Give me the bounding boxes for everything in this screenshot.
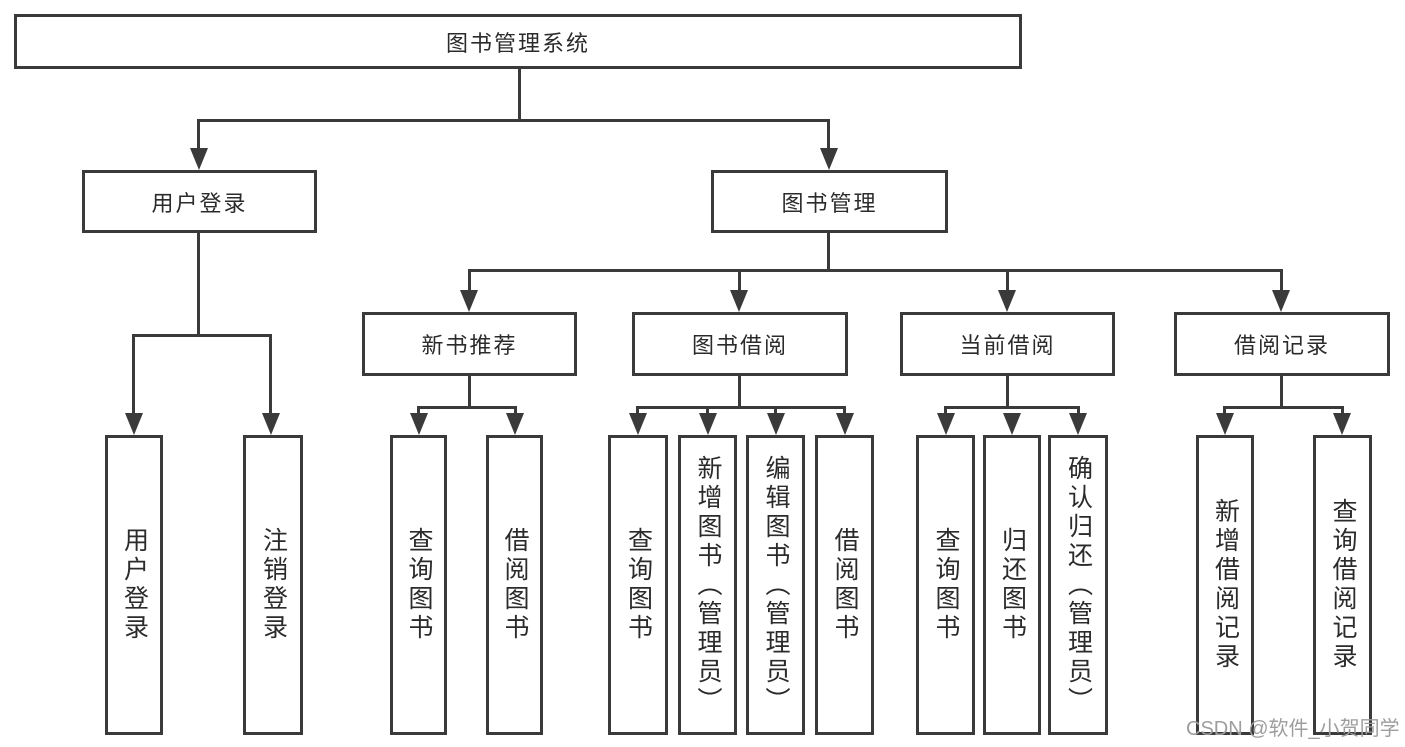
arrowhead-down-icon xyxy=(1272,290,1290,312)
arrowhead-down-icon xyxy=(699,413,717,435)
node-new-book-recommend: 新书推荐 xyxy=(362,312,577,376)
connector-line xyxy=(843,406,846,415)
connector-line xyxy=(468,269,471,292)
connector-line xyxy=(197,233,200,336)
leaf-query-books-3: 查询图书 xyxy=(916,435,975,735)
arrowhead-down-icon xyxy=(1216,413,1234,435)
connector-line xyxy=(1223,406,1226,415)
connector-line xyxy=(269,334,272,415)
leaf-edit-books-admin: 编辑图书（管理员） xyxy=(746,435,805,735)
leaf-confirm-return-admin: 确认归还（管理员） xyxy=(1048,435,1108,735)
connector-line xyxy=(514,406,517,415)
arrowhead-down-icon xyxy=(767,413,785,435)
node-label: 查询借阅记录 xyxy=(1329,498,1357,672)
connector-line xyxy=(468,376,471,408)
leaf-add-borrow-record: 新增借阅记录 xyxy=(1196,435,1254,735)
node-label: 查询图书 xyxy=(932,527,960,643)
node-label: 查询图书 xyxy=(405,527,433,643)
connector-line xyxy=(132,334,271,337)
node-borrow-records: 借阅记录 xyxy=(1174,312,1390,376)
node-label: 新书推荐 xyxy=(421,333,518,358)
node-label: 图书管理 xyxy=(781,190,878,216)
connector-line xyxy=(1006,376,1009,408)
connector-line xyxy=(1006,269,1009,292)
connector-line xyxy=(1341,406,1344,415)
node-label: 新增图书（管理员） xyxy=(694,454,722,716)
arrowhead-down-icon xyxy=(730,290,748,312)
arrowhead-down-icon xyxy=(629,413,647,435)
connector-line xyxy=(774,406,777,415)
node-label: 确认归还（管理员） xyxy=(1064,454,1093,716)
node-label: 图书借阅 xyxy=(691,333,788,358)
arrowhead-down-icon xyxy=(836,413,854,435)
node-label: 借阅记录 xyxy=(1233,333,1330,358)
arrowhead-down-icon xyxy=(190,148,208,170)
node-label: 用户登录 xyxy=(151,190,248,216)
connector-line xyxy=(1280,376,1283,408)
node-label: 当前借阅 xyxy=(959,333,1056,358)
connector-line xyxy=(132,334,135,415)
arrowhead-down-icon xyxy=(262,413,280,435)
connector-line xyxy=(1280,269,1283,292)
watermark-text: CSDN @软件_小贺同学 xyxy=(1186,718,1400,740)
node-label: 借阅图书 xyxy=(501,527,529,643)
connector-line xyxy=(417,406,420,415)
node-book-borrow: 图书借阅 xyxy=(632,312,848,376)
node-label: 新增借阅记录 xyxy=(1211,498,1240,672)
arrowhead-down-icon xyxy=(1333,413,1351,435)
leaf-logout: 注销登录 xyxy=(243,435,303,735)
connector-line xyxy=(197,119,200,150)
leaf-query-books-2: 查询图书 xyxy=(608,435,668,735)
leaf-add-books-admin: 新增图书（管理员） xyxy=(678,435,737,735)
node-label: 编辑图书（管理员） xyxy=(762,454,790,716)
connector-line xyxy=(417,406,517,409)
leaf-user-login: 用户登录 xyxy=(105,435,163,735)
connector-line xyxy=(197,119,829,122)
leaf-borrow-books-2: 借阅图书 xyxy=(815,435,874,735)
node-label: 归还图书 xyxy=(998,527,1027,643)
node-label: 查询图书 xyxy=(624,527,653,643)
connector-line xyxy=(706,406,709,415)
arrowhead-down-icon xyxy=(998,290,1016,312)
connector-line xyxy=(636,406,639,415)
connector-line xyxy=(827,119,830,150)
connector-line xyxy=(738,376,741,408)
node-label: 用户登录 xyxy=(120,527,149,643)
leaf-return-books: 归还图书 xyxy=(983,435,1041,735)
connector-line xyxy=(1223,406,1344,409)
arrowhead-down-icon xyxy=(820,148,838,170)
leaf-borrow-books-1: 借阅图书 xyxy=(486,435,543,735)
node-current-borrow: 当前借阅 xyxy=(900,312,1115,376)
connector-line xyxy=(1077,406,1080,415)
arrowhead-down-icon xyxy=(506,413,524,435)
node-user-login: 用户登录 xyxy=(82,170,317,233)
arrowhead-down-icon xyxy=(1069,413,1087,435)
arrowhead-down-icon xyxy=(460,290,478,312)
arrowhead-down-icon xyxy=(937,413,955,435)
leaf-query-books-1: 查询图书 xyxy=(390,435,447,735)
connector-line xyxy=(944,406,947,415)
arrowhead-down-icon xyxy=(125,413,143,435)
node-label: 借阅图书 xyxy=(831,527,859,643)
connector-line xyxy=(738,269,741,292)
node-label: 注销登录 xyxy=(259,527,288,643)
arrowhead-down-icon xyxy=(410,413,428,435)
node-book-management: 图书管理 xyxy=(711,170,948,233)
connector-line xyxy=(636,406,846,409)
arrowhead-down-icon xyxy=(1003,413,1021,435)
node-label: 图书管理系统 xyxy=(445,30,590,56)
node-root: 图书管理系统 xyxy=(14,14,1022,69)
connector-line xyxy=(468,269,1282,272)
connector-line xyxy=(944,406,1080,409)
connector-line xyxy=(827,233,830,271)
leaf-query-borrow-record: 查询借阅记录 xyxy=(1313,435,1372,735)
connector-line xyxy=(518,69,521,121)
